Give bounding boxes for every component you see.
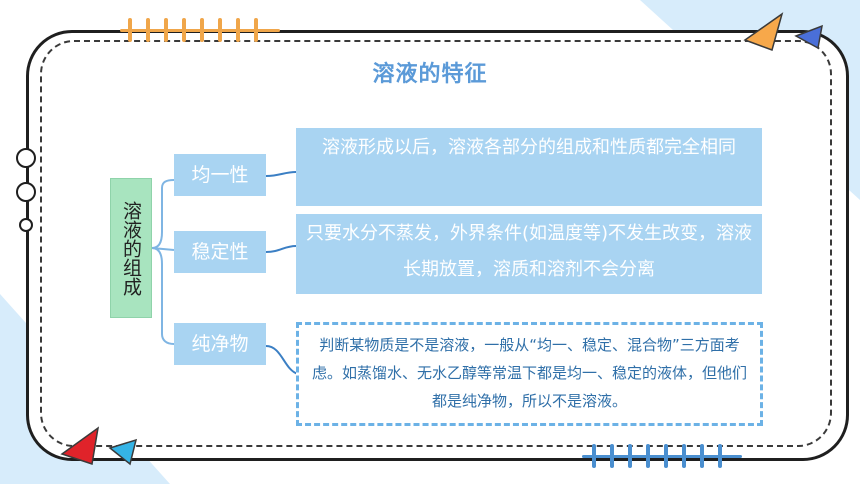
root-node: 溶液的组成 [110,178,152,318]
triangle-cyan-icon [108,438,138,466]
property-node-stability: 稳定性 [174,231,266,273]
description-pure-substance: 判断某物质是不是溶液，一般从“均一、稳定、混合物”三方面考虑。如蒸馏水、无水乙醇… [296,322,763,426]
binder-ring-icon [19,218,33,232]
slide-frame-dashed [40,40,832,447]
triangle-blue-icon [794,24,823,50]
property-node-uniformity: 均一性 [174,154,266,196]
property-node-pure-substance: 纯净物 [174,323,266,365]
page-title: 溶液的特征 [372,62,488,87]
binder-ring-icon [16,148,36,168]
triangle-orange-icon [743,12,784,51]
description-uniformity: 溶液形成以后，溶液各部分的组成和性质都完全相同 [296,128,762,206]
description-stability: 只要水分不蒸发，外界条件(如温度等)不发生改变，溶液长期放置，溶质和溶剂不会分离 [296,214,762,294]
binder-ring-icon [16,182,36,202]
triangle-red-icon [60,426,100,465]
root-node-label: 溶液的组成 [120,200,142,296]
